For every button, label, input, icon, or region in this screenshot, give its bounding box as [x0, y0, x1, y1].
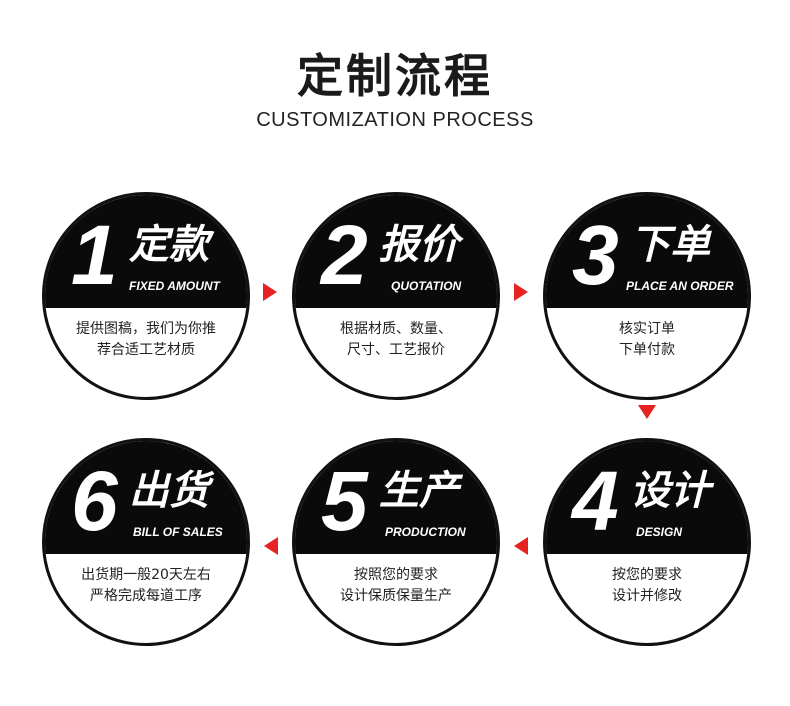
step-number: 1	[71, 208, 118, 302]
step-description-line: 按照您的要求	[354, 567, 438, 583]
step-1-circle: 1 定款 FIXED AMOUNT 提供图稿，我们为你推 荐合适工艺材质	[42, 192, 250, 400]
step-header	[546, 441, 748, 554]
step-description-line: 严格完成每道工序	[90, 588, 202, 604]
step-description-line: 根据材质、数量、	[340, 321, 452, 337]
step-header	[295, 195, 497, 308]
arrow-left-icon	[264, 537, 278, 555]
step-subtitle: QUOTATION	[391, 279, 462, 293]
step-description-line: 下单付款	[619, 342, 675, 358]
step-description-line: 尺寸、工艺报价	[347, 342, 445, 358]
step-description-line: 按您的要求	[612, 567, 682, 583]
step-number: 2	[321, 208, 368, 302]
step-3-circle: 3 下单 PLACE AN ORDER 核实订单 下单付款	[543, 192, 751, 400]
step-subtitle: PLACE AN ORDER	[626, 279, 734, 293]
step-description: 出货期一般20天左右 严格完成每道工序	[45, 565, 247, 607]
step-title: 下单	[630, 222, 710, 268]
step-title: 生产	[379, 468, 459, 514]
step-description-line: 提供图稿，我们为你推	[76, 321, 216, 337]
step-number: 5	[321, 454, 368, 548]
step-number: 6	[71, 454, 118, 548]
step-header	[546, 195, 748, 308]
step-subtitle: PRODUCTION	[385, 525, 466, 539]
arrow-left-icon	[514, 537, 528, 555]
step-description-line: 荐合适工艺材质	[97, 342, 195, 358]
arrow-right-icon	[514, 283, 528, 301]
step-number: 4	[572, 454, 619, 548]
step-description: 根据材质、数量、 尺寸、工艺报价	[295, 319, 497, 361]
step-description-line: 设计保质保量生产	[340, 588, 452, 604]
step-description-line: 出货期一般20天左右	[81, 567, 211, 583]
page-subtitle: CUSTOMIZATION PROCESS	[256, 109, 534, 131]
page-title: 定制流程	[297, 49, 493, 103]
step-subtitle: FIXED AMOUNT	[129, 279, 220, 293]
step-description: 按您的要求 设计并修改	[546, 565, 748, 607]
step-title: 出货	[129, 468, 209, 514]
step-description: 提供图稿，我们为你推 荐合适工艺材质	[45, 319, 247, 361]
step-title: 定款	[129, 222, 209, 268]
arrow-right-icon	[263, 283, 277, 301]
step-5-circle: 5 生产 PRODUCTION 按照您的要求 设计保质保量生产	[292, 438, 500, 646]
step-header	[295, 441, 497, 554]
step-number: 3	[572, 208, 619, 302]
step-subtitle: BILL OF SALES	[133, 525, 223, 539]
step-4-circle: 4 设计 DESIGN 按您的要求 设计并修改	[543, 438, 751, 646]
step-header	[45, 195, 247, 308]
step-header	[45, 441, 247, 554]
step-description: 按照您的要求 设计保质保量生产	[295, 565, 497, 607]
step-title: 设计	[630, 468, 710, 514]
step-title: 报价	[379, 222, 459, 268]
step-description-line: 设计并修改	[612, 588, 682, 604]
step-2-circle: 2 报价 QUOTATION 根据材质、数量、 尺寸、工艺报价	[292, 192, 500, 400]
step-description-line: 核实订单	[619, 321, 675, 337]
arrow-down-icon	[638, 405, 656, 419]
step-description: 核实订单 下单付款	[546, 319, 748, 361]
step-subtitle: DESIGN	[636, 525, 683, 539]
step-6-circle: 6 出货 BILL OF SALES 出货期一般20天左右 严格完成每道工序	[42, 438, 250, 646]
